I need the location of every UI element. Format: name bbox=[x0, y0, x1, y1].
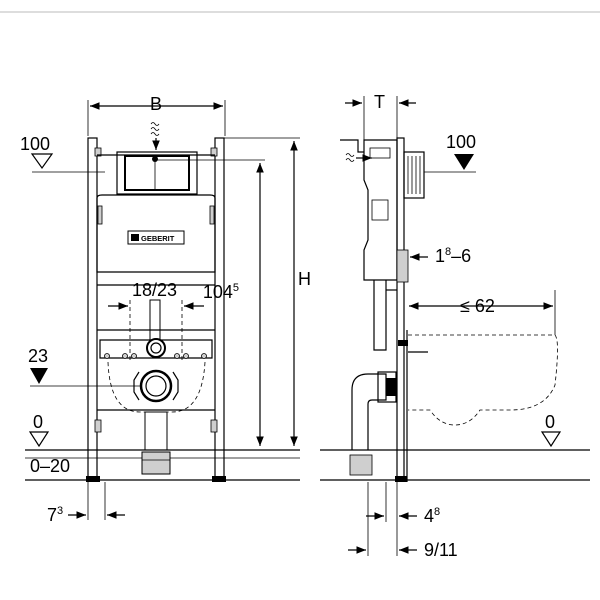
front-floor-range-label: 0–20 bbox=[30, 456, 70, 476]
drain-pipe-end-frame bbox=[141, 451, 171, 475]
left-post-clip bbox=[94, 419, 102, 433]
side-view: T 100 18–6 ≤ 62 0 48 9/11 bbox=[320, 92, 590, 560]
flow-symbol-icon bbox=[150, 122, 160, 150]
side-supply-pipe bbox=[373, 280, 387, 351]
drain-elbow-seal bbox=[386, 378, 396, 396]
logo-frame bbox=[127, 230, 185, 245]
dim-48-label: 48 bbox=[424, 506, 440, 526]
bolt-hole bbox=[201, 353, 207, 359]
dim-73-label: 73 bbox=[47, 505, 63, 525]
side-floor-level-label: 0 bbox=[545, 412, 555, 432]
brand-logo: GEBERIT bbox=[127, 230, 185, 245]
side-actuator bbox=[403, 151, 425, 199]
dim-18-6-sup: 8 bbox=[445, 246, 451, 258]
right-level-100-triangle bbox=[454, 154, 474, 170]
logo-text: GEBERIT bbox=[141, 234, 175, 243]
side-flow-symbol-icon bbox=[345, 153, 372, 162]
bowl-bracket bbox=[398, 340, 408, 346]
front-view: GEBERIT bbox=[20, 94, 311, 525]
dim-911-label: 9/11 bbox=[424, 540, 458, 560]
drain-elbow bbox=[351, 373, 387, 450]
flush-button-frame bbox=[124, 155, 190, 191]
dim-18-6-label: 18–6 bbox=[435, 246, 471, 266]
dim-1045-sup: 5 bbox=[233, 282, 239, 294]
side-post bbox=[396, 137, 405, 481]
dim-48-sup: 8 bbox=[434, 506, 440, 518]
left-foot bbox=[86, 476, 100, 482]
right-post-clip bbox=[210, 419, 218, 433]
dim-62-label: ≤ 62 bbox=[460, 296, 495, 316]
dim-18-6-value: 1 bbox=[435, 246, 445, 266]
dim-18-23-label: 18/23 bbox=[132, 280, 177, 300]
mounting-bracket bbox=[99, 339, 213, 359]
front-floor-level-triangle bbox=[28, 431, 50, 448]
drain-level-23-triangle bbox=[30, 368, 48, 384]
left-level-100-triangle bbox=[30, 153, 54, 170]
water-inlet-inner bbox=[150, 342, 162, 354]
cistern-left-tab bbox=[97, 205, 103, 225]
side-cistern bbox=[363, 139, 398, 281]
side-bowl-outline bbox=[408, 334, 558, 426]
dim-h-label: H bbox=[298, 269, 311, 289]
bolt-hole bbox=[122, 353, 128, 359]
bolt-hole bbox=[131, 353, 137, 359]
side-floor-level-triangle bbox=[540, 431, 562, 448]
right-foot bbox=[212, 476, 226, 482]
cistern-body bbox=[96, 194, 216, 273]
side-foot bbox=[395, 476, 407, 482]
right-post-bracket bbox=[210, 147, 218, 157]
drain-pipe-end bbox=[141, 451, 171, 475]
dim-73-sup: 3 bbox=[57, 505, 63, 517]
dim-18-6-suffix: –6 bbox=[451, 246, 471, 266]
dim-t-label: T bbox=[374, 92, 385, 112]
dim-b-label: B bbox=[150, 94, 162, 114]
left-post-bracket bbox=[94, 147, 102, 157]
logo-mark bbox=[131, 234, 139, 241]
side-cistern-float bbox=[371, 199, 389, 221]
dim-1045-label: 1045 bbox=[203, 282, 239, 302]
side-inlet-hook bbox=[340, 139, 364, 153]
bolt-hole bbox=[174, 353, 180, 359]
cistern-right-tab bbox=[209, 205, 215, 225]
wall-plate bbox=[396, 249, 409, 283]
right-level-100-label: 100 bbox=[446, 132, 476, 152]
dim-48-value: 4 bbox=[424, 506, 434, 526]
supply-pipe bbox=[149, 299, 161, 341]
actuator-centre-mark bbox=[152, 156, 158, 162]
drain-pipe bbox=[144, 411, 168, 451]
bolt-hole bbox=[104, 353, 110, 359]
actuator-plate bbox=[116, 151, 198, 195]
drain-outlet-inner bbox=[145, 375, 167, 397]
dim-73-value: 7 bbox=[47, 505, 57, 525]
front-floor-level-label: 0 bbox=[33, 412, 43, 432]
dim-1045-value: 104 bbox=[203, 282, 233, 302]
drain-level-23-label: 23 bbox=[28, 346, 48, 366]
side-cistern-valve bbox=[369, 147, 391, 159]
bolt-hole bbox=[183, 353, 189, 359]
left-level-100-label: 100 bbox=[20, 134, 50, 154]
side-drain-end bbox=[349, 454, 373, 476]
